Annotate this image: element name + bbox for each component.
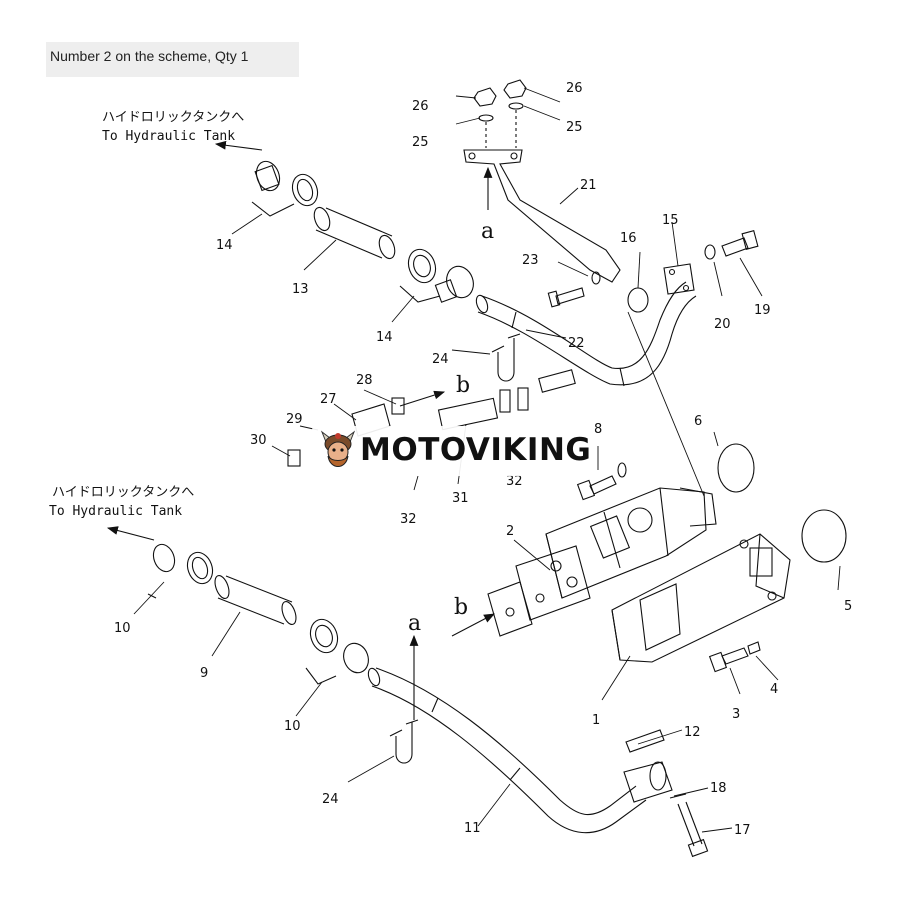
part-label-25-left: 25 [412, 135, 429, 150]
coupling-31 [437, 397, 499, 431]
part-label-27: 27 [320, 392, 337, 407]
pump-2 [487, 487, 717, 637]
part-label-32-left: 32 [400, 512, 417, 527]
leader-lines [133, 87, 841, 833]
part-label-22: 22 [568, 336, 585, 351]
gasket-12 [625, 729, 665, 753]
fitting-adapter [538, 369, 576, 393]
part-label-14-lower: 14 [376, 330, 393, 345]
bolt-3 [708, 647, 749, 673]
part-label-16: 16 [620, 231, 637, 246]
hose-clamp-10-lower [309, 618, 369, 674]
arrow-letter-a-upper: a [481, 219, 494, 244]
arrow-letter-a-lower: a [408, 611, 421, 636]
part-label-6: 6 [694, 414, 702, 429]
part-label-9: 9 [200, 666, 208, 681]
part-label-26-right: 26 [566, 81, 583, 96]
flange-18 [623, 761, 673, 803]
part-label-8: 8 [594, 422, 602, 437]
part-label-3: 3 [732, 707, 740, 722]
bolt-23 [547, 271, 601, 308]
part-label-11: 11 [464, 821, 481, 836]
hose-clamp-14-upper [254, 160, 319, 207]
part-label-23: 23 [522, 253, 539, 268]
o-ring-5 [801, 509, 847, 563]
u-bolt-24-upper [491, 333, 521, 382]
part-label-12: 12 [684, 725, 701, 740]
o-ring-16 [627, 287, 649, 313]
part-label-10-upper: 10 [114, 621, 131, 636]
bracket-21 [463, 149, 621, 283]
bolt-8 [576, 462, 627, 501]
flange-15 [663, 263, 695, 295]
hose-clamp-10-upper [152, 543, 214, 585]
arrow-letter-b-upper: b [456, 373, 470, 398]
o-ring-6 [717, 443, 755, 493]
part-label-31: 31 [452, 491, 469, 506]
watermark-text: MOTOVIKING [360, 432, 592, 468]
washer-20 [704, 244, 716, 260]
hose-13 [313, 206, 396, 260]
case-1 [611, 533, 791, 663]
part-label-29: 29 [286, 412, 303, 427]
viking-mascot-icon [320, 430, 356, 467]
part-label-13: 13 [292, 282, 309, 297]
fitting-32-a [499, 389, 511, 413]
flow-arrow-lower [106, 526, 155, 541]
part-label-18: 18 [710, 781, 727, 796]
part-label-1: 1 [592, 713, 600, 728]
bolt-19 [721, 230, 759, 257]
part-label-24-lower: 24 [322, 792, 339, 807]
part-label-5: 5 [844, 599, 852, 614]
arrow-b-lower [451, 613, 495, 637]
part-label-28: 28 [356, 373, 373, 388]
destination-en-upper: To Hydraulic Tank [102, 129, 235, 144]
part-label-21: 21 [580, 178, 597, 193]
part-label-25-right: 25 [566, 120, 583, 135]
washer-25-right [508, 102, 524, 110]
bolt-17 [677, 801, 709, 858]
destination-jp-upper: ハイドロリックタンクへ [102, 110, 244, 125]
bolt-30 [287, 449, 301, 467]
fitting-28 [391, 397, 405, 415]
washer-4 [747, 641, 761, 655]
part-label-32-right: 32 [506, 474, 523, 489]
part-label-10-lower: 10 [284, 719, 301, 734]
part-label-30: 30 [250, 433, 267, 448]
washer-25-left [478, 114, 494, 122]
nut-26-left [473, 87, 497, 107]
arrow-letter-b-lower: b [454, 595, 468, 620]
fitting-32-b [517, 387, 529, 411]
part-label-4: 4 [770, 682, 778, 697]
pipe-22 [475, 281, 697, 387]
part-label-15: 15 [662, 213, 679, 228]
part-label-26-left: 26 [412, 99, 429, 114]
nut-26-right [503, 79, 527, 99]
caption-bar: Number 2 on the scheme, Qty 1 [46, 42, 299, 77]
caption-text: Number 2 on the scheme, Qty 1 [50, 48, 249, 64]
u-bolt-24-lower [389, 719, 419, 764]
hose-9 [214, 574, 297, 626]
hose-clamp-14-lower [407, 248, 474, 303]
destination-en-lower: To Hydraulic Tank [49, 504, 182, 519]
arrow-b-upper [399, 390, 446, 407]
part-label-14-upper: 14 [216, 238, 233, 253]
part-label-2: 2 [506, 524, 514, 539]
flow-arrow-upper [214, 140, 263, 151]
destination-jp-lower: ハイドロリックタンクへ [52, 485, 194, 500]
part-label-19: 19 [754, 303, 771, 318]
pipe-11 [367, 667, 647, 834]
part-label-24-upper: 24 [432, 352, 449, 367]
watermark: MOTOVIKING [312, 426, 591, 476]
part-label-17: 17 [734, 823, 751, 838]
part-label-20: 20 [714, 317, 731, 332]
